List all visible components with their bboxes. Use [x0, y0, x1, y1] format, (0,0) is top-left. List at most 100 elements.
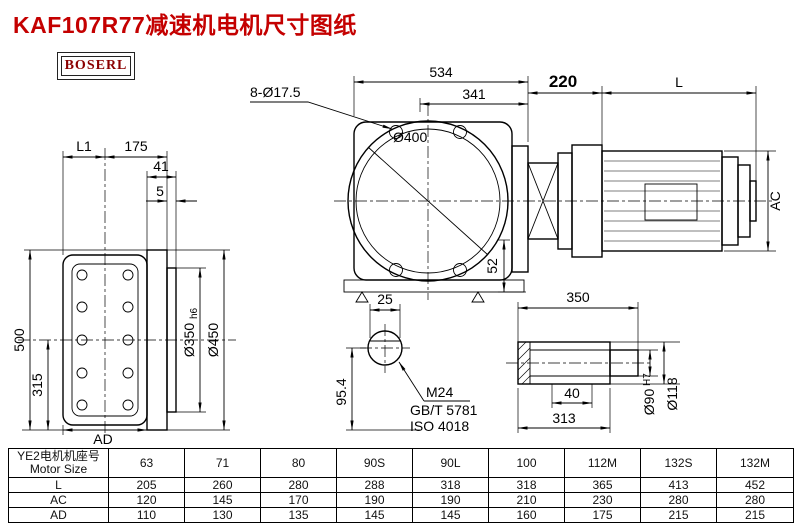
motor-body [601, 150, 723, 252]
keyway-hatch [517, 341, 531, 385]
table-cell: 260 [184, 477, 261, 493]
bolt-holes-leader [250, 101, 393, 130]
size-col-header: 132M [716, 448, 794, 478]
bolt-hole [389, 125, 403, 139]
motor-size-header: YE2电机机座号 Motor Size [8, 448, 109, 478]
table-cell: 145 [336, 507, 413, 523]
thread-standard-gb: GB/T 5781 [410, 402, 478, 418]
bolt-holes-label: 8-Ø17.5 [250, 84, 301, 100]
table-cell: 130 [184, 507, 261, 523]
table-cell: 215 [640, 507, 717, 523]
size-col-header: 63 [108, 448, 185, 478]
dim-d450-label: Ø450 [205, 323, 221, 357]
table-cell: 365 [564, 477, 641, 493]
dim-341-label: 341 [462, 86, 486, 102]
dim-d118-label: Ø118 [664, 377, 680, 410]
dim-40-label: 40 [564, 385, 580, 401]
coupling-cross-line [527, 162, 559, 240]
dim-534-label: 534 [429, 64, 453, 80]
dim-L1-label: L1 [76, 138, 92, 154]
size-col-header: 80 [260, 448, 337, 478]
front-view: 534 341 220 L AC 52 8-Ø17.5 Ø400 [250, 64, 783, 303]
table-cell: 413 [640, 477, 717, 493]
table-cell: 280 [716, 492, 794, 508]
flange-circle-outer [347, 120, 509, 282]
mounting-plate [511, 145, 529, 273]
thread-standard-iso: ISO 4018 [410, 418, 469, 434]
support-mark-left [355, 291, 369, 303]
table-cell: 280 [260, 477, 337, 493]
table-cell: 210 [488, 492, 565, 508]
dim-d400-label: Ø400 [393, 129, 427, 145]
table-cell: 170 [260, 492, 337, 508]
motor-fins [604, 160, 720, 242]
thread-leader [398, 361, 425, 402]
dim-41-label: 41 [153, 158, 169, 174]
thread-label: M24 [426, 384, 453, 400]
size-col-header: 100 [488, 448, 565, 478]
row-label: AC [8, 492, 109, 508]
dim-350-label: 350 [566, 289, 590, 305]
dim-313-label: 313 [552, 410, 576, 426]
fan-cover-end [749, 180, 757, 222]
svg-text:Ø90: Ø90 [641, 389, 657, 416]
flange-spigot [166, 267, 177, 413]
dim-d90-tolerance: H7 [642, 373, 653, 386]
bolt-hole [389, 263, 403, 277]
shaft-detail-view: 350 40 313 Ø90 H7 Ø118 [506, 289, 680, 433]
dim-d350-tolerance: h6 [189, 307, 200, 319]
gearbox-foot [343, 279, 525, 293]
gearbox-side-inner [71, 263, 139, 417]
shaft-section-view: 25 95.4 M24 GB/T 5781 ISO 4018 [333, 291, 478, 434]
support-mark-right [471, 291, 485, 303]
dim-L-label: L [675, 74, 683, 90]
diameter-leader-line [367, 146, 489, 256]
flange-circle-inner [355, 128, 501, 274]
dim-AD-label: AD [93, 431, 112, 447]
table-row-L: L 205 260 280 288 318 318 365 413 452 [8, 477, 794, 493]
table-row-AC: AC 120 145 170 190 190 210 230 280 280 [8, 492, 794, 508]
table-header-row: YE2电机机座号 Motor Size 63 71 80 90S 90L 100… [8, 448, 794, 478]
table-cell: 452 [716, 477, 794, 493]
row-label: AD [8, 507, 109, 523]
size-col-header: 90S [336, 448, 413, 478]
shaft-end-circle [367, 330, 403, 366]
page-title: KAF107R77减速机电机尺寸图纸 [13, 12, 357, 38]
table-cell: 190 [412, 492, 489, 508]
table-cell: 215 [716, 507, 794, 523]
shaft-bore-end [609, 349, 639, 377]
table-row-AD: AD 110 130 135 145 145 160 175 215 215 [8, 507, 794, 523]
table-cell: 205 [108, 477, 185, 493]
brand-logo-text: BOSERL [61, 56, 131, 76]
dim-AC-label: AC [767, 191, 783, 210]
table-cell: 288 [336, 477, 413, 493]
table-cell: 190 [336, 492, 413, 508]
table-cell: 175 [564, 507, 641, 523]
table-cell: 145 [184, 492, 261, 508]
header-line-en: Motor Size [29, 462, 88, 476]
size-col-header: 112M [564, 448, 641, 478]
table-cell: 145 [412, 507, 489, 523]
bolt-hole [453, 263, 467, 277]
row-label: L [8, 477, 109, 493]
table-cell: 110 [108, 507, 185, 523]
dim-95-4-label: 95.4 [333, 378, 349, 405]
table-cell: 230 [564, 492, 641, 508]
dim-175-label: 175 [124, 138, 148, 154]
side-view: L1 175 41 5 500 315 AD Ø350 h6 [11, 138, 236, 447]
brand-logo-box: BOSERL [57, 52, 135, 80]
table-cell: 135 [260, 507, 337, 523]
svg-text:Ø350: Ø350 [181, 323, 197, 357]
size-col-header: 132S [640, 448, 717, 478]
bolt-hole [453, 125, 467, 139]
dim-d90-label: Ø90 H7 [641, 373, 657, 415]
dim-315-label: 315 [29, 373, 45, 397]
table-cell: 160 [488, 507, 565, 523]
dim-25-label: 25 [377, 291, 393, 307]
technical-drawing: 534 341 220 L AC 52 8-Ø17.5 Ø400 [11, 64, 783, 447]
table-cell: 318 [412, 477, 489, 493]
size-col-header: 90L [412, 448, 489, 478]
dim-d350-label: Ø350 h6 [181, 307, 200, 357]
dim-500-label: 500 [11, 328, 27, 352]
table-cell: 120 [108, 492, 185, 508]
